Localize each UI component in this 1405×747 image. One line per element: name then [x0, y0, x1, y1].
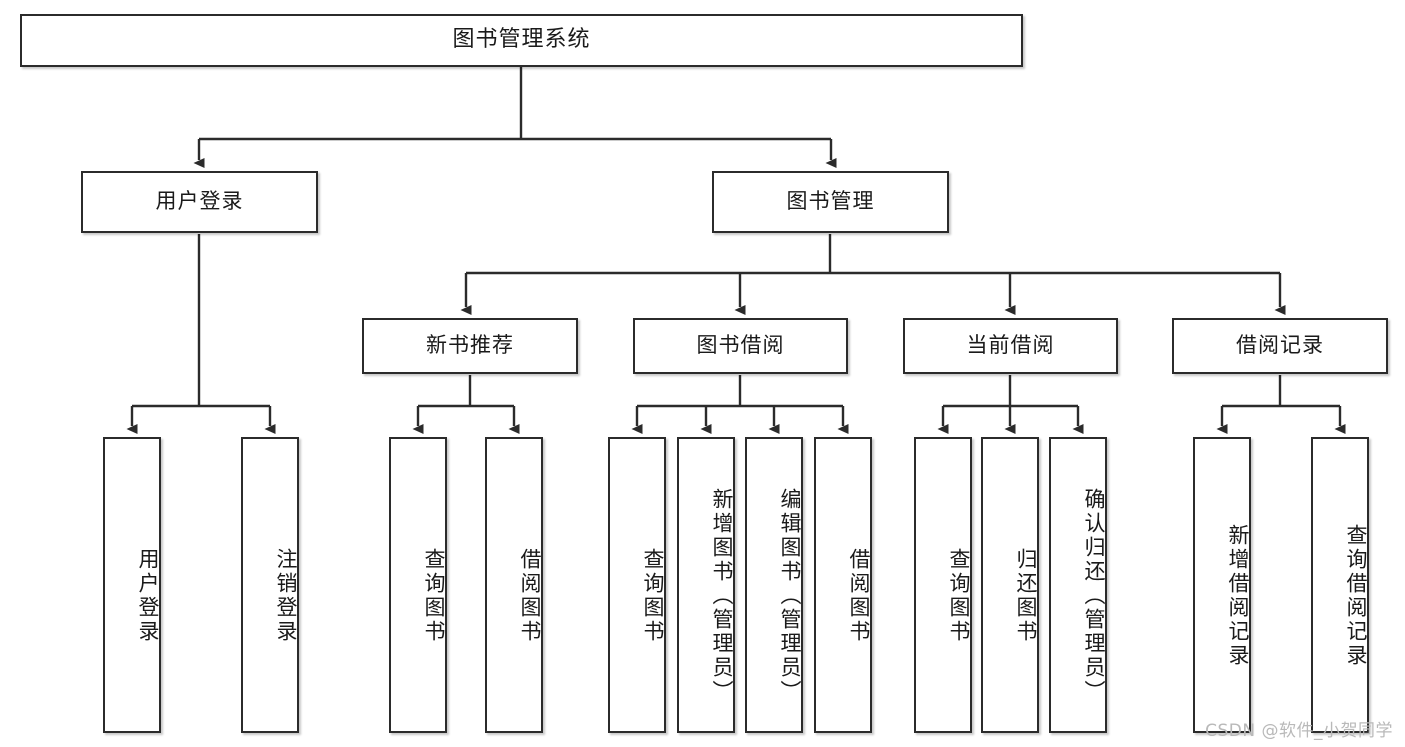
node-label: 查询图书: [641, 548, 665, 644]
node-label: 图书借阅: [696, 333, 785, 358]
node-label: 用户登录: [155, 189, 244, 214]
leaf-current-query-book[interactable]: 查询图书: [914, 437, 972, 733]
node-label: 注销登录: [274, 548, 298, 644]
leaf-user-login-logout[interactable]: 注销登录: [241, 437, 299, 733]
node-label: 归还图书: [1014, 548, 1038, 644]
leaf-borrow-borrow-book[interactable]: 借阅图书: [814, 437, 872, 733]
leaf-user-login-login[interactable]: 用户登录: [103, 437, 161, 733]
node-current-borrow[interactable]: 当前借阅: [903, 318, 1118, 374]
leaf-new-book-query[interactable]: 查询图书: [389, 437, 447, 733]
leaf-new-book-borrow[interactable]: 借阅图书: [485, 437, 543, 733]
leaf-borrow-edit-book[interactable]: 编辑图书（管理员）: [745, 437, 803, 733]
node-borrow-record[interactable]: 借阅记录: [1172, 318, 1388, 374]
node-label: 图书管理系统: [452, 27, 591, 53]
node-label: 新增借阅记录: [1226, 524, 1250, 668]
node-label: 查询图书: [947, 548, 971, 644]
leaf-record-add[interactable]: 新增借阅记录: [1193, 437, 1251, 733]
node-label: 借阅图书: [518, 548, 542, 644]
watermark: CSDN @软件_小贺同学: [1205, 721, 1393, 741]
node-label: 新增图书（管理员）: [710, 488, 734, 704]
node-label: 查询图书: [422, 548, 446, 644]
node-new-book-recommend[interactable]: 新书推荐: [362, 318, 578, 374]
node-label: 用户登录: [136, 548, 160, 644]
node-book-borrow[interactable]: 图书借阅: [633, 318, 848, 374]
node-user-login[interactable]: 用户登录: [81, 171, 318, 233]
node-root-system[interactable]: 图书管理系统: [20, 14, 1023, 67]
leaf-record-query[interactable]: 查询借阅记录: [1311, 437, 1369, 733]
node-book-management[interactable]: 图书管理: [712, 171, 949, 233]
node-label: 借阅记录: [1236, 333, 1324, 358]
leaf-current-return-book[interactable]: 归还图书: [981, 437, 1039, 733]
leaf-borrow-query-book[interactable]: 查询图书: [608, 437, 666, 733]
leaf-current-confirm-return[interactable]: 确认归还（管理员）: [1049, 437, 1107, 733]
leaf-borrow-add-book[interactable]: 新增图书（管理员）: [677, 437, 735, 733]
node-label: 编辑图书（管理员）: [778, 488, 802, 704]
node-label: 确认归还（管理员）: [1082, 488, 1106, 704]
node-label: 借阅图书: [847, 548, 871, 644]
node-label: 当前借阅: [966, 333, 1055, 358]
node-label: 图书管理: [786, 189, 875, 214]
node-label: 查询借阅记录: [1344, 524, 1368, 668]
node-label: 新书推荐: [426, 333, 514, 358]
